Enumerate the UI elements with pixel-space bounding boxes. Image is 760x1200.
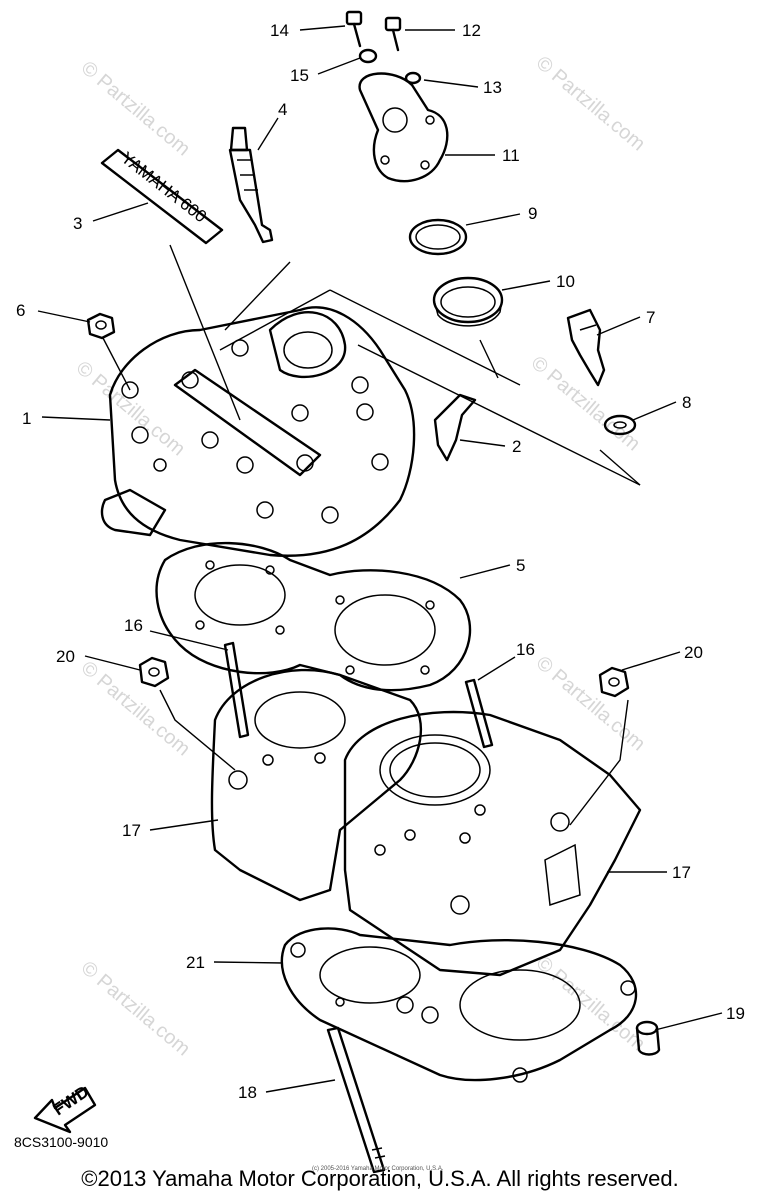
callout-16-right: 16 xyxy=(516,640,535,659)
fwd-arrow-icon: FWD xyxy=(33,1082,97,1134)
seal-10 xyxy=(432,276,504,327)
callout-2: 2 xyxy=(512,437,521,456)
callout-15: 15 xyxy=(290,66,309,85)
callout-8: 8 xyxy=(682,393,691,412)
washer-8 xyxy=(603,414,637,436)
watermark: © Partzilla.com xyxy=(72,357,189,460)
fitting-2 xyxy=(433,393,477,462)
stud-18 xyxy=(326,1026,386,1174)
callout-14: 14 xyxy=(270,21,289,40)
head-gasket-5 xyxy=(155,541,472,692)
nut-6 xyxy=(86,312,116,340)
dowel-pin-19 xyxy=(635,1020,661,1056)
guide-line xyxy=(159,689,236,771)
callout-4: 4 xyxy=(278,100,287,119)
thermostat-cover-11 xyxy=(358,72,449,183)
bolt-12 xyxy=(384,16,402,52)
cylinder-17-right xyxy=(343,710,642,977)
watermark: © Partzilla.com xyxy=(532,52,649,155)
small-notice: (c) 2005-2016 Yamaha Motor Corporation, … xyxy=(312,1166,444,1172)
leader-lines xyxy=(37,25,723,1093)
decal-3: YAMAHA 600 xyxy=(100,148,224,245)
base-gasket-21 xyxy=(280,927,638,1083)
decal-text: YAMAHA 600 xyxy=(118,148,211,226)
callout-21: 21 xyxy=(186,953,205,972)
watermark: © Partzilla.com xyxy=(527,352,644,455)
callout-3: 3 xyxy=(73,214,82,233)
callout-13: 13 xyxy=(483,78,502,97)
callout-5: 5 xyxy=(516,556,525,575)
nut-20-left xyxy=(138,656,170,688)
watermark: © Partzilla.com xyxy=(77,657,194,760)
callout-6: 6 xyxy=(16,301,25,320)
stud-16-left xyxy=(223,641,250,739)
watermark: © Partzilla.com xyxy=(77,957,194,1060)
washer-13 xyxy=(404,71,422,85)
callout-labels: 14 12 15 13 11 4 3 9 10 6 7 8 1 2 5 16 2… xyxy=(16,21,745,1102)
callout-12: 12 xyxy=(462,21,481,40)
spark-plug-4 xyxy=(228,126,274,244)
callout-16-left: 16 xyxy=(124,616,143,635)
callout-11: 11 xyxy=(502,146,520,165)
washer-15 xyxy=(358,48,378,64)
stud-16-right xyxy=(464,678,494,749)
bolt-14 xyxy=(345,10,363,48)
callout-20-left: 20 xyxy=(56,647,75,666)
callout-17-right: 17 xyxy=(672,863,691,882)
cylinder-17-left xyxy=(210,668,423,902)
drawing-number: 8CS3100-9010 xyxy=(14,1134,109,1150)
callout-1: 1 xyxy=(22,409,31,428)
callout-7: 7 xyxy=(646,308,655,327)
watermarks: © Partzilla.com © Partzilla.com © Partzi… xyxy=(72,52,649,1060)
nut-20-right xyxy=(598,666,630,698)
callout-20-right: 20 xyxy=(684,643,703,662)
guide-line xyxy=(569,699,629,826)
cylinder-head-1 xyxy=(100,306,416,557)
o-ring-9 xyxy=(408,218,468,256)
callout-19: 19 xyxy=(726,1004,745,1023)
callout-10: 10 xyxy=(556,272,575,291)
watermark: © Partzilla.com xyxy=(77,57,194,160)
watermark: © Partzilla.com xyxy=(532,952,649,1055)
copyright-notice: ©2013 Yamaha Motor Corporation, U.S.A. A… xyxy=(81,1166,679,1191)
callout-18: 18 xyxy=(238,1083,257,1102)
callout-17-left: 17 xyxy=(122,821,141,840)
callout-9: 9 xyxy=(528,204,537,223)
sensor-7 xyxy=(566,308,606,387)
